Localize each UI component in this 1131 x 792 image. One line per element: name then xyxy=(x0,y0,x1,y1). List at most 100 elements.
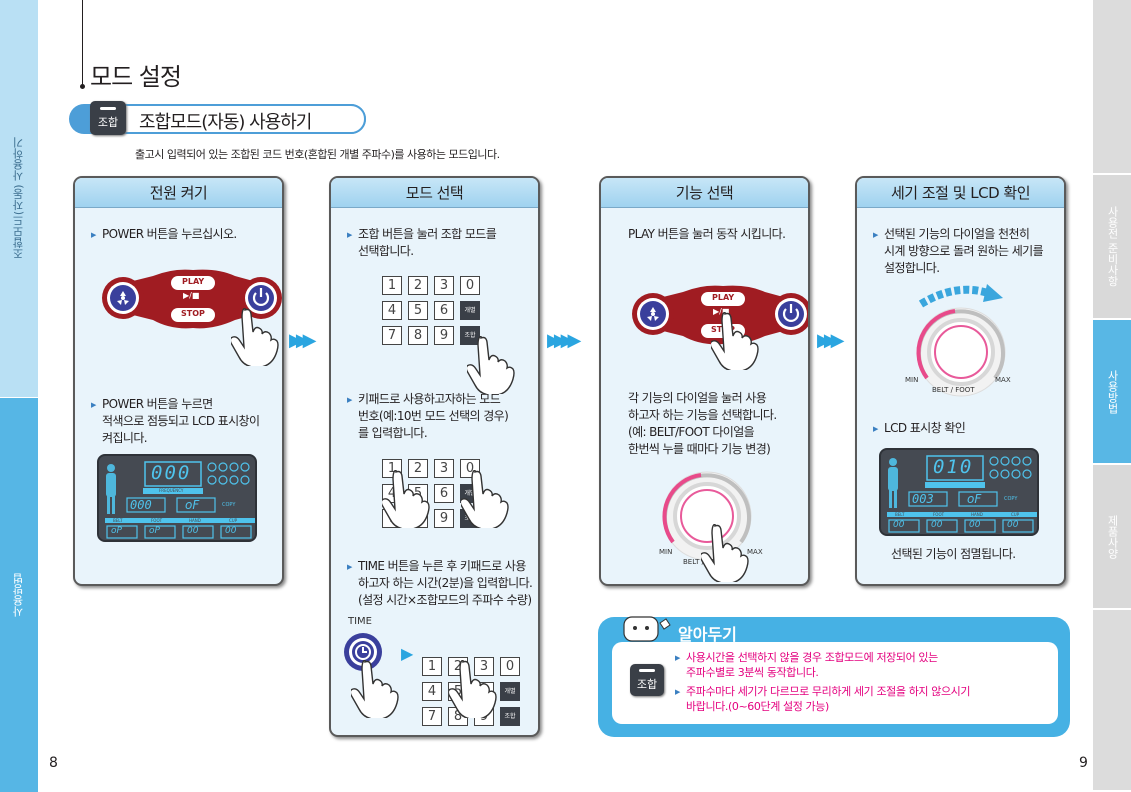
lcd-cell: oP xyxy=(149,526,160,536)
left-side-tab-bar: 조합모드(자동) 사용하기 사용방법 xyxy=(0,0,38,792)
key-7[interactable]: 7 xyxy=(422,707,442,726)
step-text: PLAY 버튼을 눌러 동작 시킵니다. xyxy=(628,227,786,241)
title-rule xyxy=(82,0,83,86)
playstop-label: ▶/■ xyxy=(183,291,200,300)
playstop-label: ▶/■ xyxy=(713,307,730,316)
lcd-cup-label: CUP xyxy=(229,518,238,523)
dial-min-label: MIN xyxy=(905,376,919,384)
lcd-copy-label: COPY xyxy=(222,502,236,508)
right-tab-usage[interactable]: 사용방법 xyxy=(1093,320,1131,465)
control-panel: PLAY ▶/■ STOP xyxy=(93,266,282,330)
pointing-hand-icon xyxy=(382,470,430,528)
lcd-frequency-label: FREQUENCY xyxy=(159,488,184,493)
combo-badge-icon: 조합 xyxy=(630,664,664,696)
title-rule-dot xyxy=(80,84,85,89)
stop-label: STOP xyxy=(181,309,205,318)
page-title: 모드 설정 xyxy=(90,63,182,91)
lcd-cup-label: CUP xyxy=(1011,512,1020,517)
left-tab-usage[interactable]: 사용방법 xyxy=(0,398,38,792)
key-0[interactable]: 0 xyxy=(500,657,520,676)
key-9[interactable]: 9 xyxy=(434,509,454,528)
combo-key[interactable]: 조합 xyxy=(460,326,480,345)
next-step-arrows: ▶▶▶ xyxy=(817,330,844,351)
dial-knob[interactable] xyxy=(915,306,1007,398)
key-0[interactable]: 0 xyxy=(460,276,480,295)
tip-title: 알아두기 xyxy=(678,625,737,644)
key-4[interactable]: 4 xyxy=(422,682,442,701)
key-3[interactable]: 3 xyxy=(474,657,494,676)
key-8[interactable]: 8 xyxy=(408,326,428,345)
step-card-power: 전원 켜기 POWER 버튼을 누르십시오. PLAY ▶/■ STOP xyxy=(73,176,284,586)
combo-key[interactable]: 조합 xyxy=(500,707,520,726)
play-label: PLAY xyxy=(182,277,205,286)
key-7[interactable]: 7 xyxy=(382,326,402,345)
dial-min-label: MIN xyxy=(659,548,673,556)
lcd-cell: 00 xyxy=(1007,520,1019,530)
lcd-time-value: 003 xyxy=(912,492,934,506)
individual-key[interactable]: 개별 xyxy=(460,301,480,320)
step-header: 전원 켜기 xyxy=(75,178,282,208)
individual-key[interactable]: 개별 xyxy=(500,682,520,701)
next-step-arrows: ▶▶▶ xyxy=(289,330,316,351)
key-1[interactable]: 1 xyxy=(382,276,402,295)
lcd-hand-label: HAND xyxy=(971,512,983,517)
lcd-foot-label: FOOT xyxy=(151,518,163,523)
right-side-tab-bar: 사용전 준비사항 사용방법 제품사양 xyxy=(1093,0,1131,792)
right-tab-preparation[interactable]: 사용전 준비사항 xyxy=(1093,175,1131,320)
lcd-time-value: 000 xyxy=(130,498,152,512)
section-header: 조합모드(자동) 사용하기 xyxy=(69,104,366,134)
right-tab-blank-bottom xyxy=(1093,610,1131,792)
key-5[interactable]: 5 xyxy=(408,301,428,320)
key-6[interactable]: 6 xyxy=(434,301,454,320)
step-text: LCD 표시창 확인 xyxy=(873,420,966,438)
key-2[interactable]: 2 xyxy=(408,459,428,478)
time-label: TIME xyxy=(348,616,373,627)
lcd-cell: 00 xyxy=(187,526,199,536)
key-3[interactable]: 3 xyxy=(434,459,454,478)
combo-badge-icon: 조합 xyxy=(90,101,126,135)
dial-max-label: MAX xyxy=(995,376,1011,384)
key-9[interactable]: 9 xyxy=(434,326,454,345)
lcd-cell: 00 xyxy=(931,520,943,530)
page-number-right: 9 xyxy=(1079,755,1088,771)
key-4[interactable]: 4 xyxy=(382,301,402,320)
pointing-hand-icon xyxy=(461,470,509,528)
pointing-hand-icon xyxy=(351,660,399,718)
lcd-cell: 00 xyxy=(225,526,237,536)
rotate-arrow-icon xyxy=(918,284,1003,308)
lcd-main-value: 010 xyxy=(933,456,974,478)
key-1[interactable]: 1 xyxy=(422,657,442,676)
time-button-icon xyxy=(344,633,382,671)
key-2[interactable]: 2 xyxy=(408,276,428,295)
step-header: 세기 조절 및 LCD 확인 xyxy=(857,178,1064,208)
step-text: TIME 버튼을 누른 후 키패드로 사용하고자 하는 시간(2분)을 입력합니… xyxy=(347,558,533,609)
lcd-cell: 00 xyxy=(969,520,981,530)
step-text: POWER 버튼을 누르십시오. xyxy=(91,226,237,244)
lcd-main-value: 000 xyxy=(151,462,192,484)
lcd-foot-label: FOOT xyxy=(933,512,945,517)
step-card-function-select: 기능 선택 PLAY 버튼을 눌러 동작 시킵니다. PLAY ▶/■ STOP… xyxy=(599,176,810,586)
lcd-belt-label: BELT xyxy=(113,518,123,523)
tip-box: 알아두기 조합 사용시간을 선택하지 않을 경우 조합모드에 저장되어 있는주파… xyxy=(598,616,1070,737)
lcd-temp-value: oF xyxy=(967,492,982,506)
section-title: 조합모드(자동) 사용하기 xyxy=(139,112,312,133)
left-tab-combo-mode[interactable]: 조합모드(자동) 사용하기 xyxy=(0,0,38,398)
dial-max-label: MAX xyxy=(747,548,763,556)
lcd-hand-label: HAND xyxy=(189,518,201,523)
lcd-cell: oP xyxy=(111,526,122,536)
right-tab-spec[interactable]: 제품사양 xyxy=(1093,465,1131,610)
key-6[interactable]: 6 xyxy=(434,484,454,503)
intro-text: 출고시 입력되어 있는 조합된 코드 번호(혼합된 개별 주파수)를 사용하는 … xyxy=(135,148,500,161)
pointing-hand-icon xyxy=(467,336,515,394)
key-3[interactable]: 3 xyxy=(434,276,454,295)
step-header: 모드 선택 xyxy=(331,178,538,208)
